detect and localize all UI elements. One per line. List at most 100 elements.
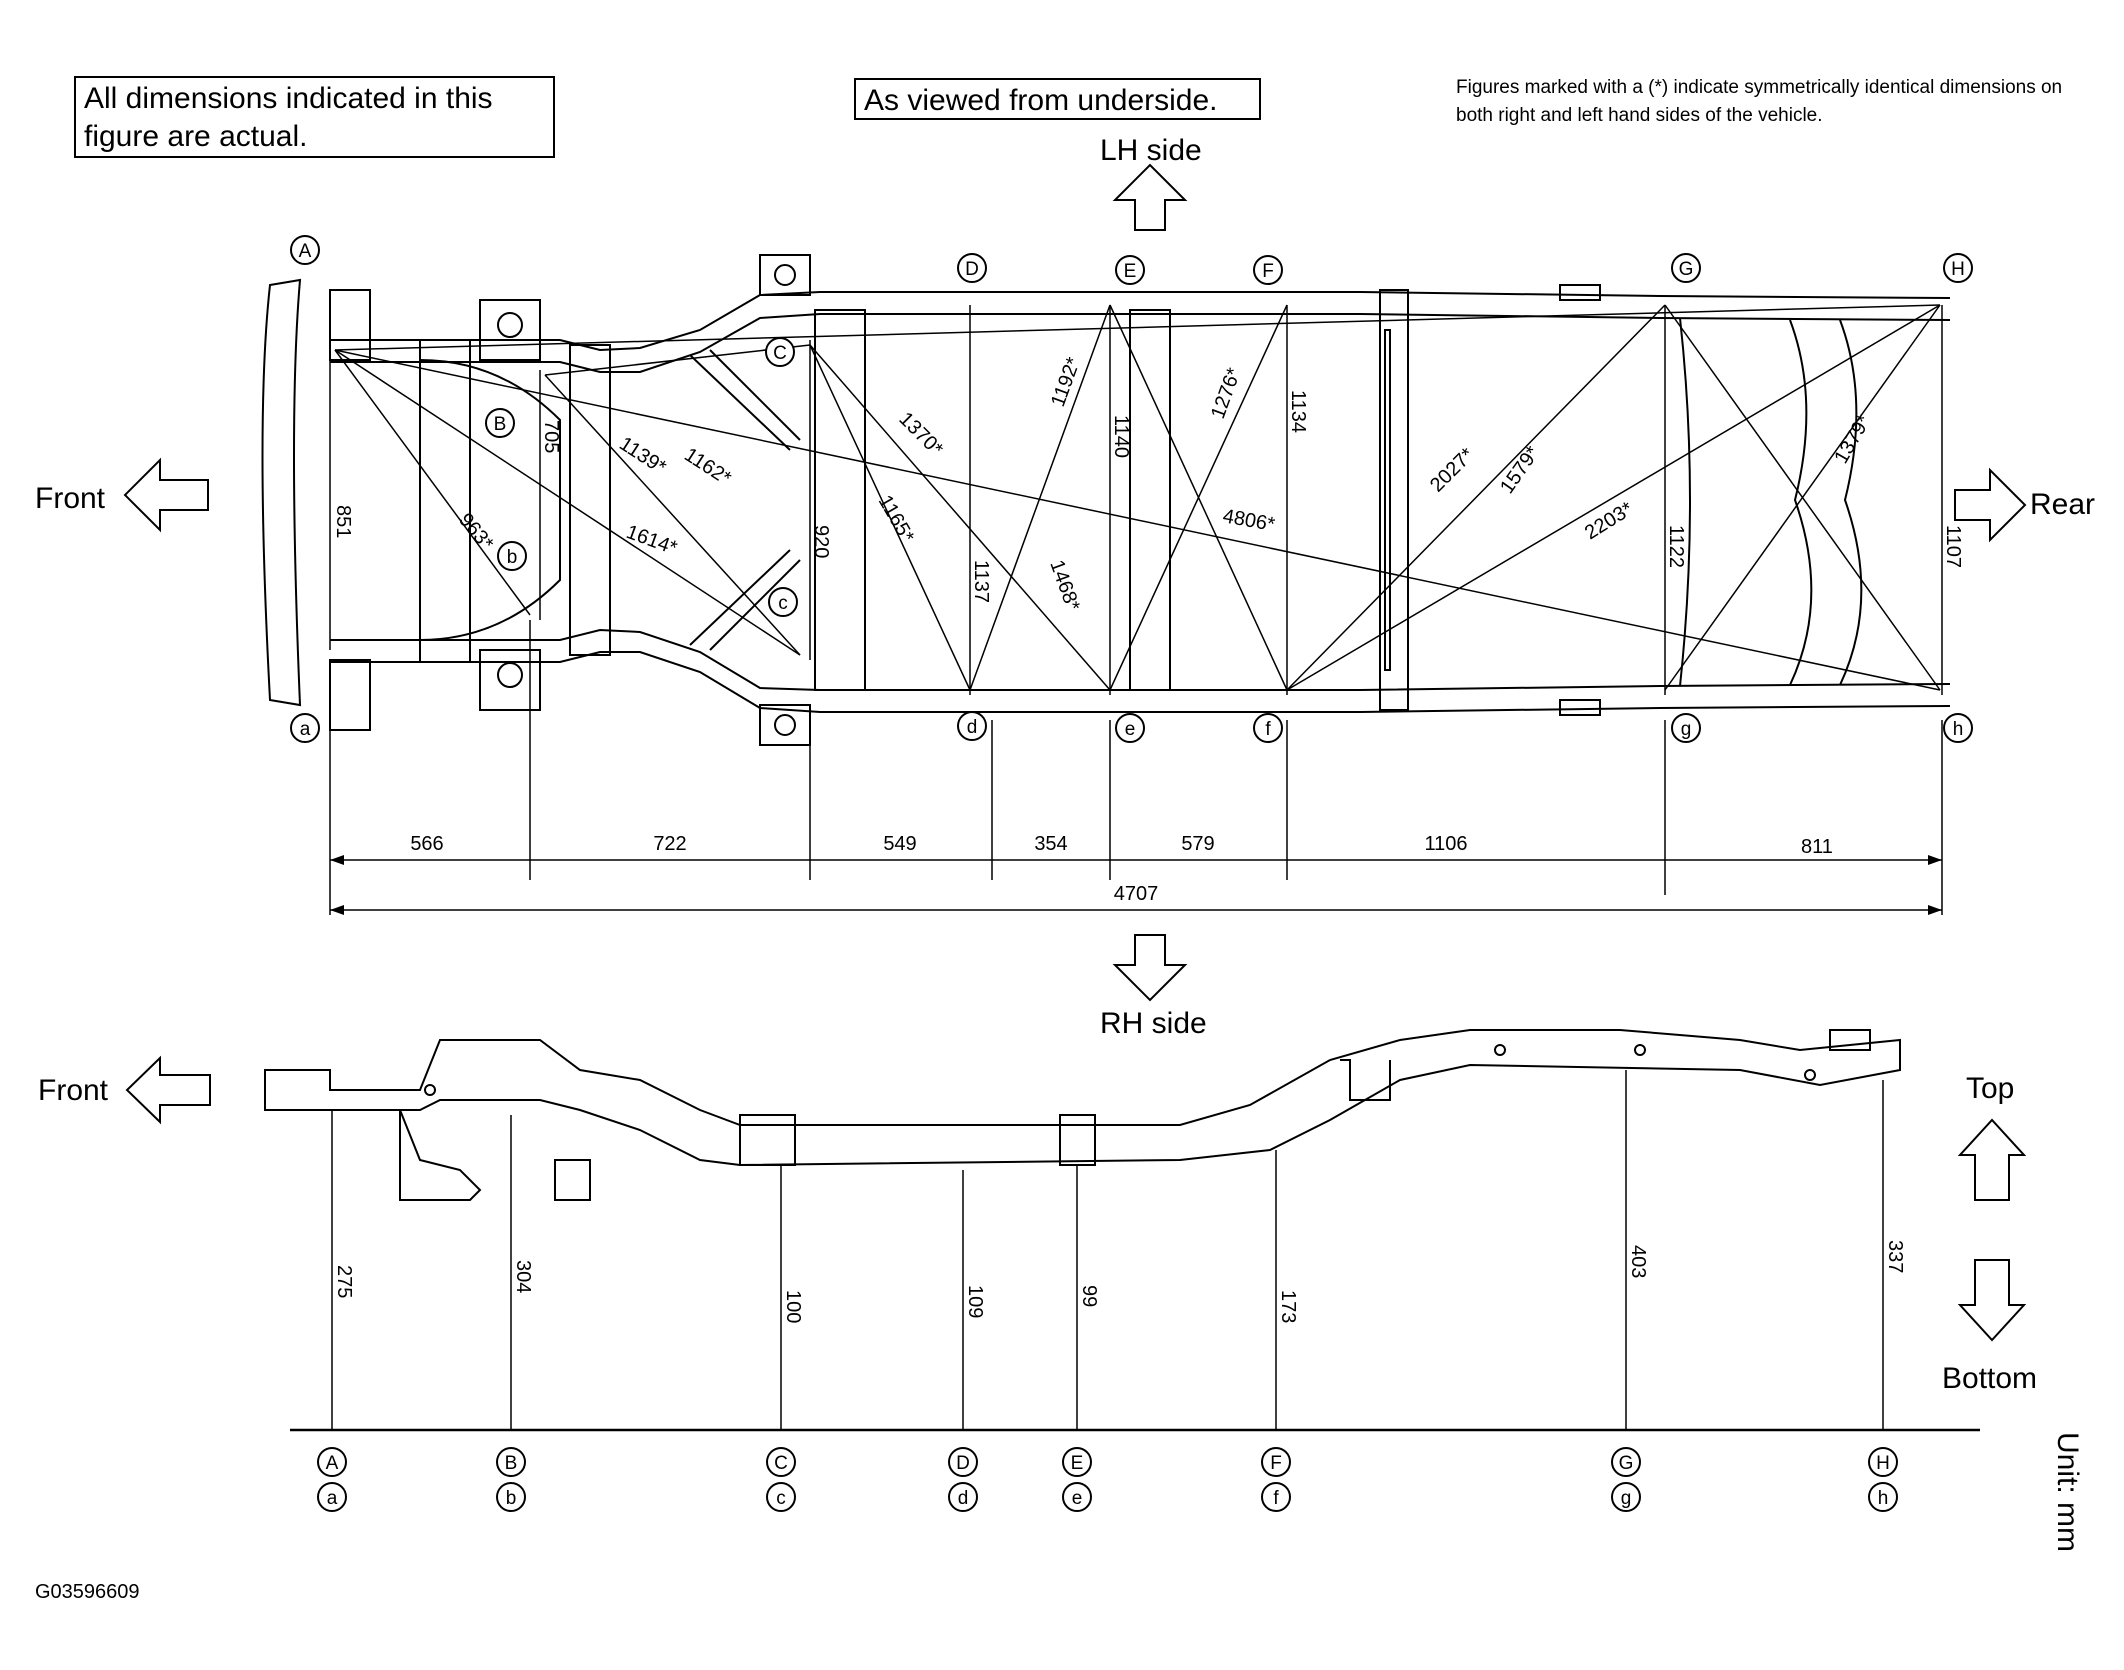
width-1140: 1140 [1110,415,1132,458]
svg-text:B: B [494,414,507,435]
diag-1379: 1379* [1830,411,1875,467]
height-lines [290,1070,1980,1432]
width-1137: 1137 [970,560,992,603]
note-actual-dimensions: All dimensions indicated in this figure … [74,76,555,158]
svg-text:C: C [774,1453,788,1474]
frame-side-view [264,1029,1901,1201]
figure-id: G03596609 [35,1581,140,1603]
point-E-ground: E [1062,1447,1092,1477]
svg-text:F: F [1270,1453,1282,1474]
diagonal-lines [334,304,1941,691]
svg-text:a: a [327,1488,338,1509]
point-C-upper: C [765,337,795,367]
arrow-lh-side-icon [1112,163,1188,231]
point-B-upper: B [485,408,515,438]
dim-1106: 1106 [1424,833,1467,855]
svg-text:E: E [1071,1453,1084,1474]
svg-text:c: c [776,1488,786,1509]
svg-text:G: G [1619,1453,1634,1474]
diag-1192: 1192* [1047,354,1085,409]
point-b-lower: b [497,541,527,571]
height-109: 109 [964,1285,986,1318]
diag-1139: 1139* [615,433,670,479]
rear-label: Rear [2030,488,2095,521]
point-D-upper: D [957,253,987,283]
dim-354: 354 [1034,833,1067,855]
point-H-ground: H [1868,1447,1898,1477]
width-920: 920 [810,525,832,558]
width-lines [329,305,1943,695]
dim-579: 579 [1181,833,1214,855]
svg-text:F: F [1262,261,1274,282]
svg-text:a: a [300,719,311,740]
point-d-ground: d [948,1482,978,1512]
diag-2203: 2203* [1581,498,1637,544]
diag-4806: 4806* [1221,505,1277,536]
point-e-lower: e [1115,713,1145,743]
diag-963: 963* [454,509,497,555]
point-f-ground: f [1261,1482,1291,1512]
svg-text:e: e [1125,719,1136,740]
point-c-lower: c [768,587,798,617]
height-99: 99 [1078,1285,1100,1307]
lower-reference-points: a b c d e f g h [290,541,1973,743]
svg-text:h: h [1953,719,1964,740]
upper-reference-points: A B C D E F G H [290,235,1973,438]
front-label-side: Front [38,1074,109,1107]
point-G-ground: G [1611,1447,1641,1477]
svg-text:H: H [1876,1453,1890,1474]
height-304: 304 [512,1260,534,1293]
note-underside-view: As viewed from underside. [854,78,1261,120]
point-A-ground: A [317,1447,347,1477]
svg-text:h: h [1878,1488,1889,1509]
arrow-top-icon [1957,1118,2027,1201]
svg-text:C: C [773,343,787,364]
dim-811: 811 [1801,836,1833,858]
svg-text:f: f [1265,719,1271,740]
diag-1165: 1165* [874,492,919,547]
front-label-top: Front [35,482,106,515]
unit-label: Unit: mm [2051,1432,2084,1552]
diag-2027: 2027* [1426,444,1479,497]
dim-overall-4707: 4707 [1114,883,1159,905]
svg-text:D: D [965,259,979,280]
point-H-upper: H [1943,253,1973,283]
svg-text:D: D [956,1453,970,1474]
point-b-ground: b [496,1482,526,1512]
point-f-lower: f [1253,713,1283,743]
point-h-ground: h [1868,1482,1898,1512]
point-g-ground: g [1611,1482,1641,1512]
arrow-rear-icon [1954,467,2027,543]
frame-top-view [261,254,1951,746]
svg-text:A: A [326,1453,339,1474]
dim-566: 566 [410,833,443,855]
arrow-front-top-icon [123,457,209,533]
arrow-rh-side-icon [1112,934,1188,1002]
svg-text:B: B [505,1453,518,1474]
width-1134: 1134 [1287,390,1309,433]
svg-text:d: d [967,717,978,738]
point-c-ground: c [766,1482,796,1512]
svg-text:f: f [1273,1488,1279,1509]
svg-text:A: A [299,241,312,262]
point-e-ground: e [1062,1482,1092,1512]
height-173: 173 [1277,1290,1299,1323]
width-851: 851 [332,505,354,538]
height-275: 275 [333,1265,355,1298]
point-G-upper: G [1671,253,1701,283]
diag-1162: 1162* [680,444,735,490]
svg-text:c: c [778,593,788,614]
point-h-lower: h [1943,713,1973,743]
arrow-front-side-icon [125,1055,211,1125]
top-label: Top [1966,1072,2014,1105]
point-F-ground: F [1261,1447,1291,1477]
svg-text:b: b [507,547,518,568]
point-B-ground: B [496,1447,526,1477]
height-337: 337 [1884,1240,1906,1273]
svg-text:E: E [1124,261,1137,282]
point-E-upper: E [1115,255,1145,285]
point-F-upper: F [1253,255,1283,285]
svg-text:g: g [1681,719,1692,740]
width-1122: 1122 [1665,525,1687,568]
svg-text:H: H [1951,259,1965,280]
